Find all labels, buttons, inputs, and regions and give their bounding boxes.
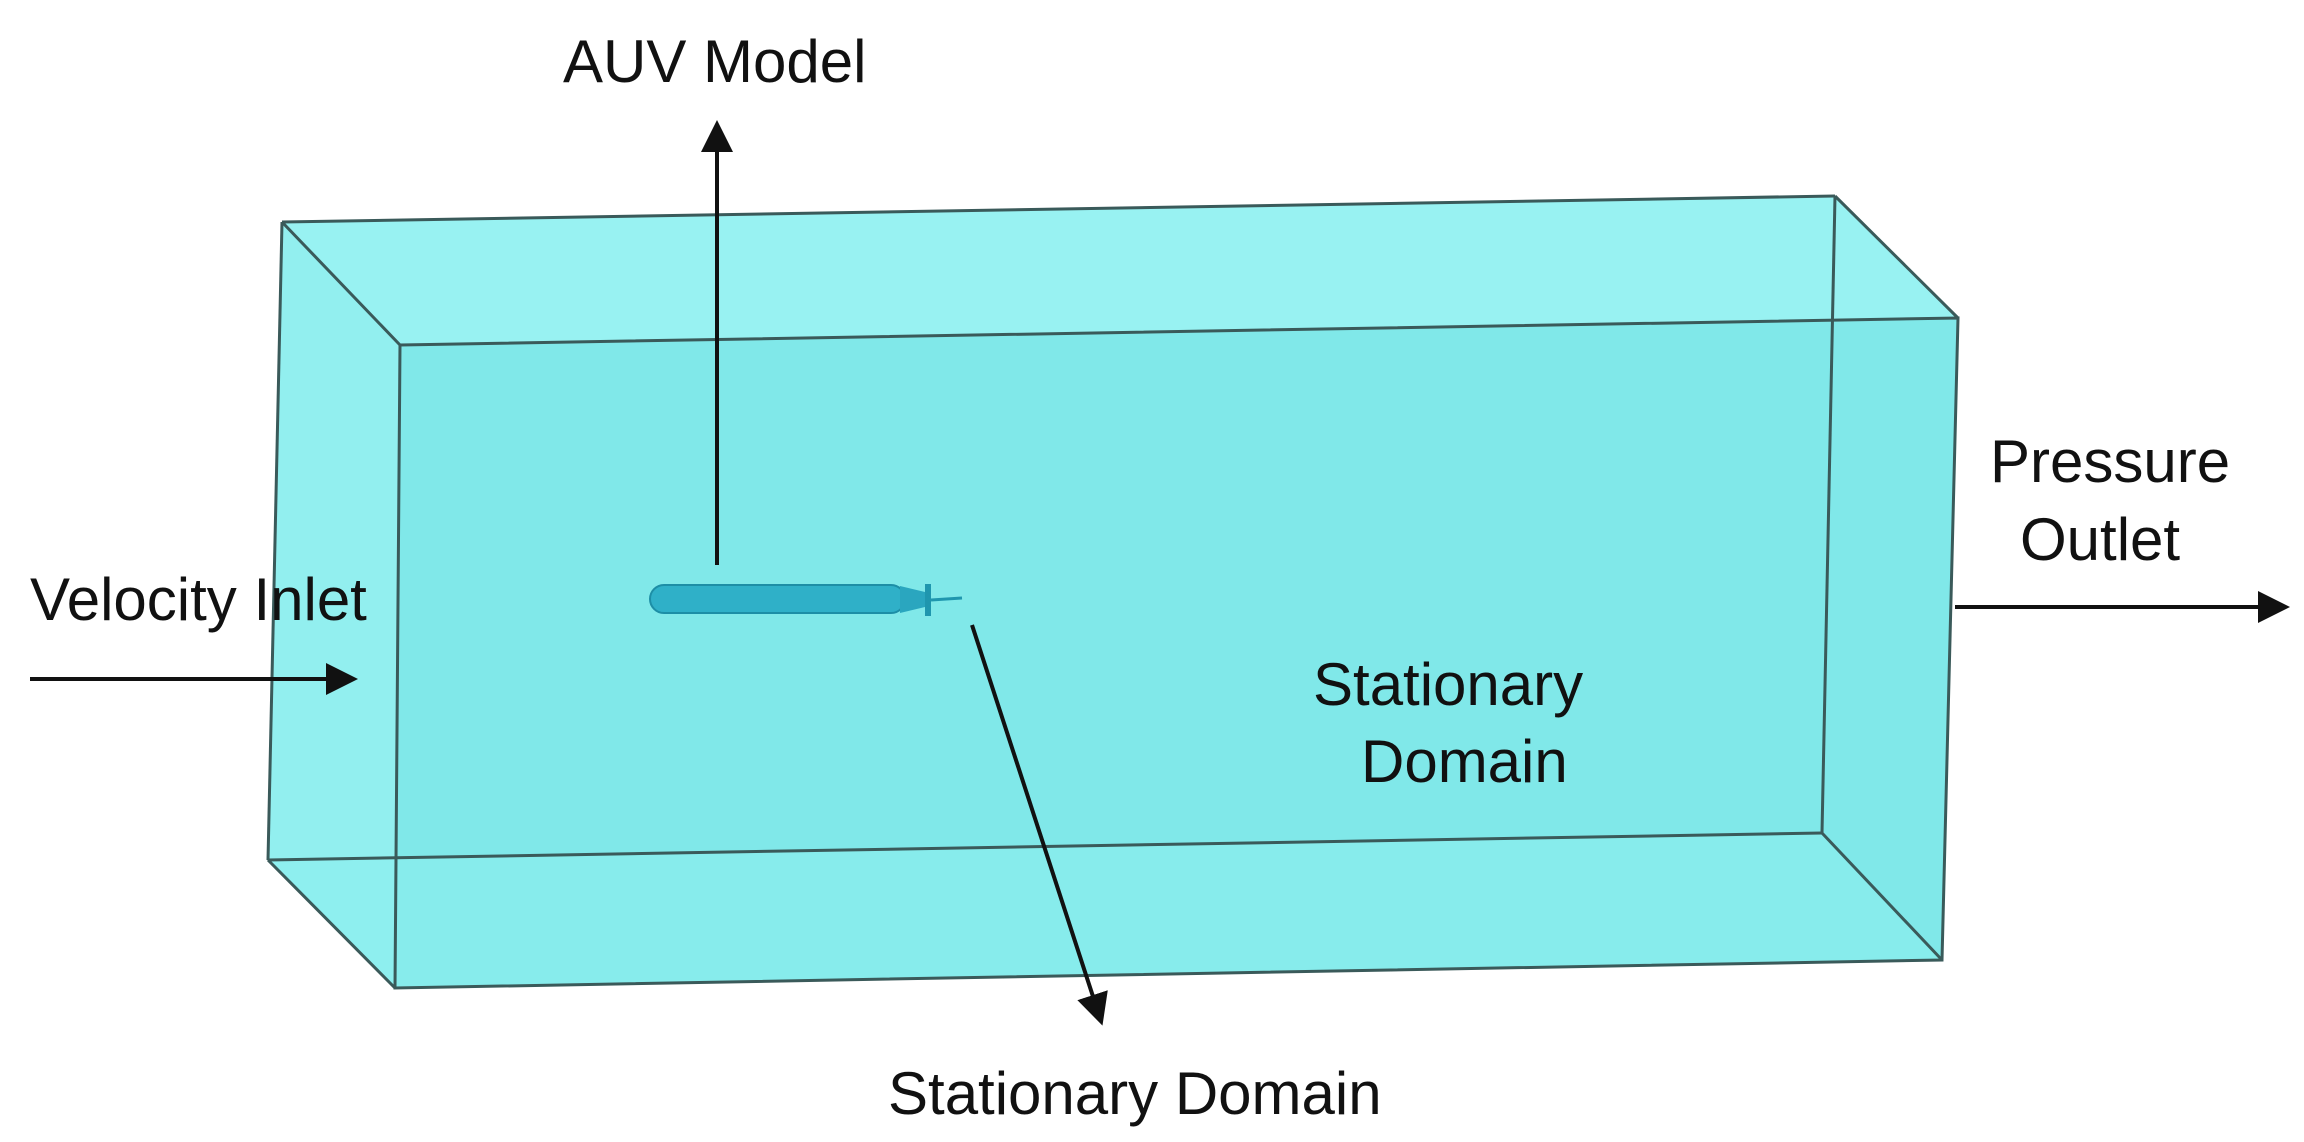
velocity-inlet-label: Velocity Inlet bbox=[30, 566, 367, 633]
domain-inner-label-line1: Stationary bbox=[1313, 651, 1583, 718]
connect-edge-br bbox=[1820, 831, 1944, 962]
stationary-domain-pointer-arrow bbox=[970, 624, 1108, 1026]
domain-bottom-face bbox=[268, 833, 1942, 988]
stationary-domain-bottom-label: Stationary Domain bbox=[888, 1060, 1382, 1127]
auv-propeller bbox=[925, 584, 931, 616]
domain-front-face bbox=[395, 318, 1958, 988]
auv-model-shape bbox=[649, 584, 963, 616]
pressure-outlet-label-line1: Pressure bbox=[1990, 428, 2230, 495]
stationary-domain-box bbox=[266, 194, 1960, 990]
back-edge-left bbox=[266, 221, 284, 861]
auv-tail-cone bbox=[900, 586, 925, 613]
connect-edge-tr bbox=[1833, 194, 1960, 320]
back-edge-top bbox=[281, 194, 1836, 224]
back-edge-right bbox=[1820, 195, 1837, 834]
pressure-outlet-label-line2: Outlet bbox=[2020, 506, 2180, 573]
domain-top-face bbox=[282, 196, 1958, 345]
auv-model-label: AUV Model bbox=[563, 28, 866, 95]
domain-left-face bbox=[268, 222, 400, 988]
auv-hull bbox=[649, 584, 906, 614]
auv-shaft bbox=[930, 596, 963, 602]
domain-inner-label-line2: Domain bbox=[1361, 728, 1568, 795]
connect-edge-tl bbox=[280, 220, 402, 347]
connect-edge-bl bbox=[266, 858, 397, 990]
